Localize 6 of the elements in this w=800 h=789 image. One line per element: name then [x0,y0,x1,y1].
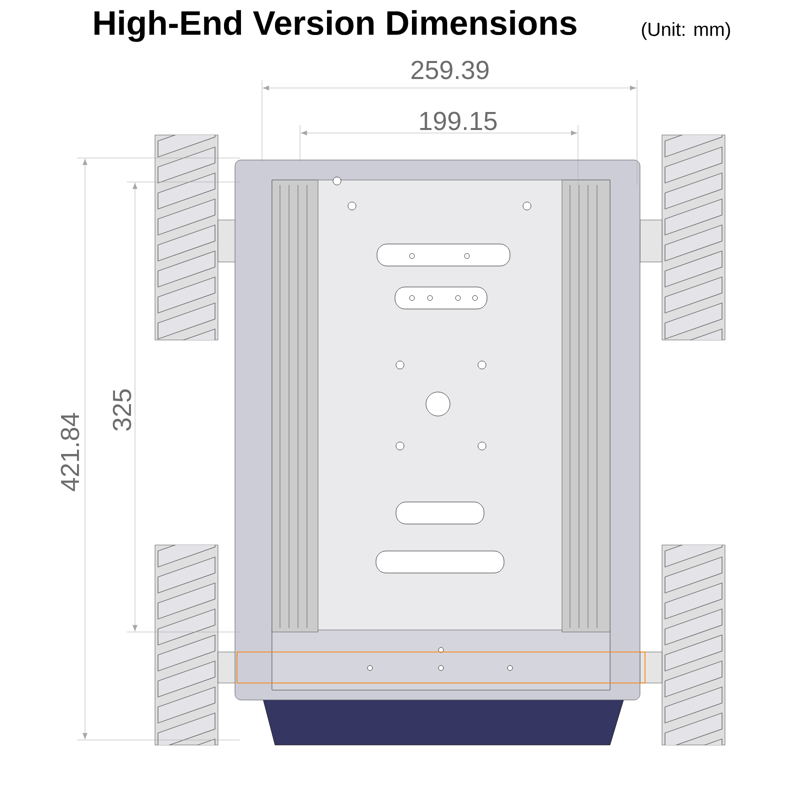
dimension-value: 259.39 [412,60,489,80]
dimension-value: 325 [112,389,132,431]
unit-note: (Unit: mm) [642,22,730,40]
dimension-value: 421.84 [60,413,80,492]
dimension-value: 199.15 [420,112,497,130]
title: High-End Version Dimensions [94,10,576,42]
